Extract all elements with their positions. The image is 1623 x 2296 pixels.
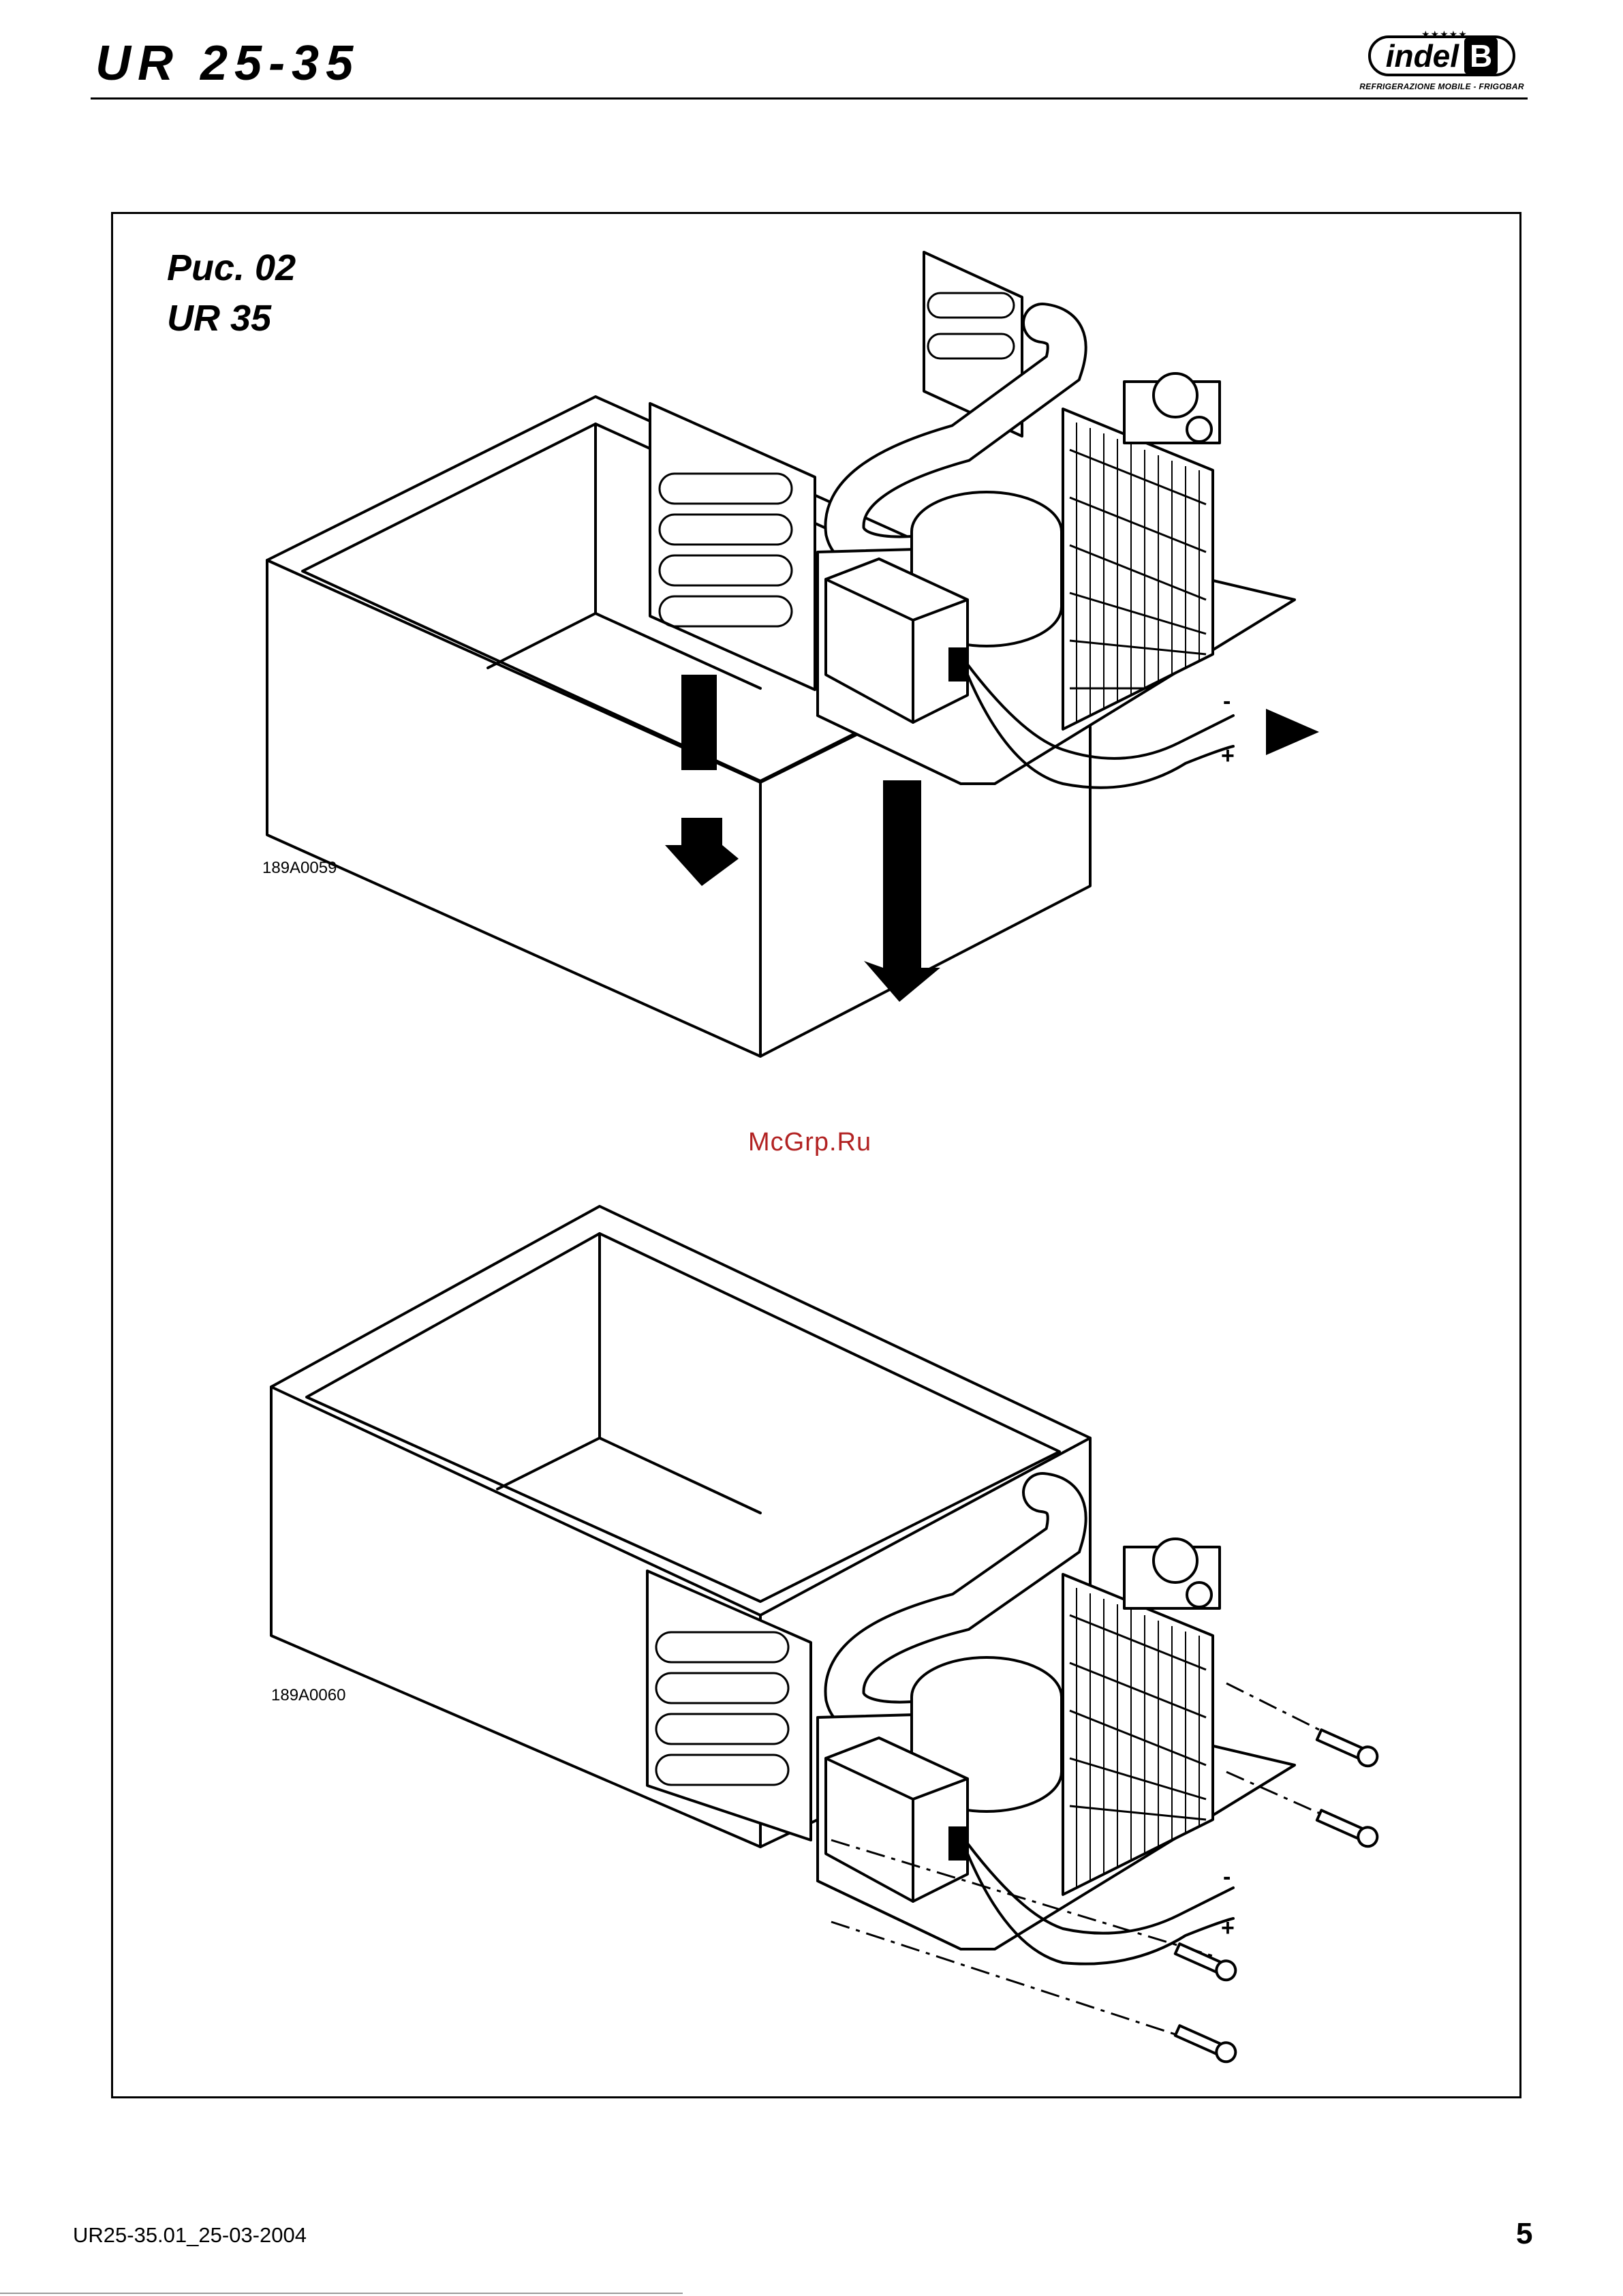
page-number: 5 [1516, 2217, 1532, 2251]
illustration-fastening: - + [0, 0, 1623, 2113]
polarity-plus-fitted: + [1221, 1915, 1235, 1941]
document-code: UR25-35.01_25-03-2004 [73, 2223, 307, 2248]
thermostat-fitted [1124, 1539, 1220, 1608]
polarity-minus-fitted: - [1223, 1864, 1231, 1890]
reference-code-bottom: 189A0060 [271, 1686, 345, 1705]
bottom-rule [0, 2293, 683, 2294]
condenser-coil-fitted [1063, 1574, 1213, 1895]
